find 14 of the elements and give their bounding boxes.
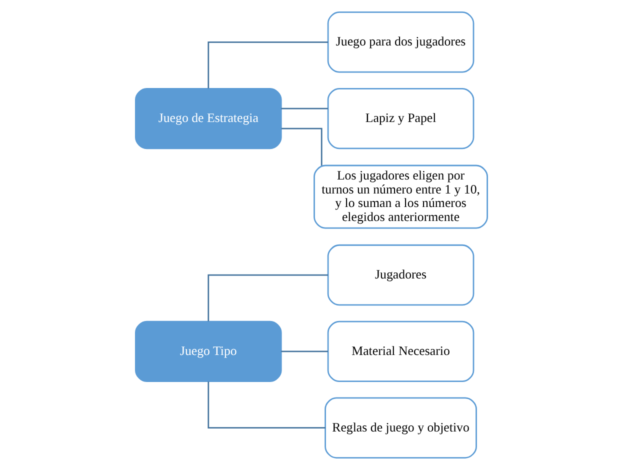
node-box: Juego Tipo: [135, 320, 282, 382]
connector: [281, 128, 322, 166]
node-box: Juego de Estrategia: [135, 88, 282, 150]
connector: [281, 350, 328, 352]
connector: [208, 382, 326, 429]
connector: [281, 108, 328, 110]
connector: [208, 41, 328, 88]
node-box: Jugadores: [327, 244, 474, 306]
node-box: Material Necesario: [327, 320, 474, 382]
node-box: Lapiz y Papel: [327, 88, 474, 150]
node-box: Reglas de juego y objetivo: [324, 397, 477, 458]
node-box: Juego para dos jugadores: [327, 12, 474, 73]
connector: [208, 274, 328, 322]
node-box: Los jugadores eligen por turnos un número entre 1 y 10, y lo suman a los números elegidos anteriormente: [314, 164, 488, 229]
